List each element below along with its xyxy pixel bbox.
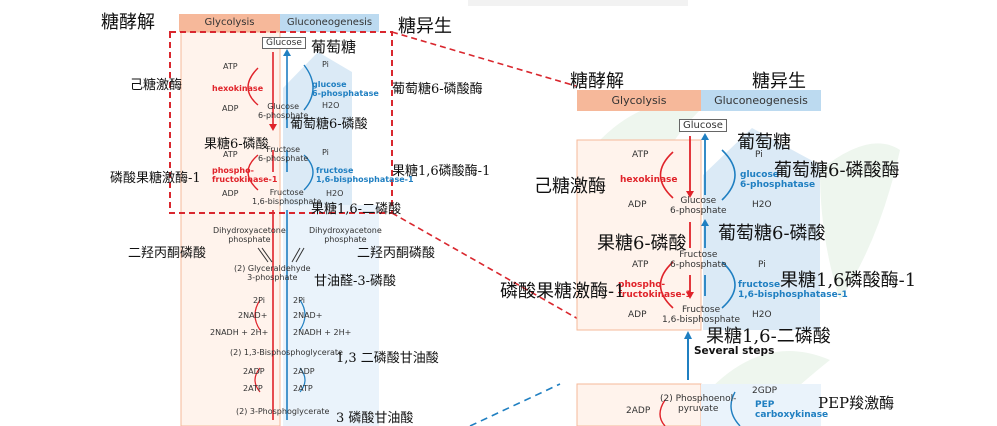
left-h2o1: H2O	[322, 101, 340, 110]
left-h2o2: H2O	[326, 189, 344, 198]
right-cn-f6p: 果糖6-磷酸	[597, 233, 687, 254]
right-h2o1: H2O	[752, 200, 772, 210]
right-hexokinase: hexokinase	[620, 175, 678, 185]
right-cn-gluconeogenesis: 糖异生	[752, 71, 806, 92]
right-cn-pep-ck: PEP羧激酶	[818, 394, 895, 412]
left-g3p: (2) Glyceraldehyde 3-phosphate	[234, 264, 311, 282]
left-dhap-left: Dihydroxyacetone phosphate	[213, 226, 286, 244]
right-pfk: phospho- fructokinase-1	[618, 280, 692, 300]
right-atp2: ATP	[632, 260, 649, 270]
left-cn-pfk: 磷酸果糖激酶-1	[110, 171, 201, 186]
left-atp2: ATP	[223, 150, 238, 159]
right-f6p: Fructose 6-phosphate	[670, 250, 727, 270]
left-g6p: Glucose 6-phosphate	[258, 102, 309, 120]
right-pi2: Pi	[758, 260, 766, 270]
left-cn-fbpase: 果糖1,6磷酸酶-1	[392, 164, 491, 179]
right-adp2: ADP	[628, 310, 647, 320]
left-cn-f16bp: 果糖1,6-二磷酸	[311, 202, 402, 217]
left-cn-glucose: 葡萄糖	[311, 38, 357, 56]
right-fbpase: fructose 1,6-bisphosphatase-1	[738, 280, 848, 300]
right-pep: (2) Phosphoenol- pyruvate	[660, 394, 737, 414]
left-glucose-box: Glucose	[262, 37, 306, 49]
right-header-glycolysis: Glycolysis	[611, 94, 667, 107]
left-atp1: ATP	[223, 62, 238, 71]
left-adp-r: 2ADP	[293, 367, 315, 376]
right-cn-g6p: 葡萄糖6-磷酸	[718, 223, 826, 244]
left-g6pase: glucose 6-phosphatase	[312, 80, 379, 98]
right-pep-carboxykinase: PEP carboxykinase	[755, 400, 829, 420]
left-cn-g3p: 甘油醛-3-磷酸	[314, 274, 397, 289]
left-nad-r: 2NAD+	[293, 311, 323, 320]
left-adp2: ADP	[222, 189, 239, 198]
left-nad-l: 2NAD+	[238, 311, 268, 320]
right-h2o2: H2O	[752, 310, 772, 320]
left-cn-gluconeogenesis: 糖异生	[398, 16, 452, 37]
left-cn-bpg: 1,3 二磷酸甘油酸	[336, 351, 439, 366]
left-pi-r: 2Pi	[293, 296, 305, 305]
left-hexokinase: hexokinase	[212, 84, 264, 93]
left-f6p: Fructose 6-phosphate	[258, 145, 309, 163]
right-g6pase: glucose 6-phosphatase	[740, 170, 816, 190]
left-pi-l: 2Pi	[253, 296, 265, 305]
right-glucose-box: Glucose	[679, 119, 727, 132]
right-cn-pfk: 磷酸果糖激酶-1	[500, 281, 626, 302]
right-gdp: 2GDP	[752, 386, 778, 396]
left-cn-dhap-left: 二羟丙酮磷酸	[128, 246, 207, 261]
left-atp-r: 2ATP	[293, 384, 313, 393]
left-pg3: (2) 3-Phosphoglycerate	[236, 407, 330, 416]
left-cn-glycolysis: 糖酵解	[101, 12, 155, 33]
left-adp-l: 2ADP	[243, 367, 265, 376]
right-cn-glycolysis: 糖酵解	[570, 71, 624, 92]
left-cn-f6p: 果糖6-磷酸	[204, 137, 269, 152]
right-cn-fbpase: 果糖1,6磷酸酶-1	[780, 270, 917, 291]
left-cn-g6p: 葡萄糖6-磷酸	[290, 117, 368, 132]
right-header-gluconeogenesis: Gluconeogenesis	[714, 94, 808, 107]
left-header-gluconeogenesis: Gluconeogenesis	[286, 17, 373, 28]
right-cn-g6pase: 葡萄糖6-磷酸酶	[774, 160, 900, 181]
left-cn-pg3: 3 磷酸甘油酸	[336, 411, 414, 426]
left-nadh-l: 2NADH + 2H+	[210, 328, 269, 337]
left-cn-hexokinase: 己糖激酶	[130, 78, 183, 93]
left-adp1: ADP	[222, 104, 239, 113]
right-atp1: ATP	[632, 150, 649, 160]
left-fbpase: fructose 1,6-bisphosphatase-1	[316, 166, 414, 184]
right-cn-glucose: 葡萄糖	[737, 132, 791, 153]
left-pi1: Pi	[322, 60, 329, 69]
left-nadh-r: 2NADH + 2H+	[293, 328, 352, 337]
left-header-glycolysis: Glycolysis	[204, 17, 255, 28]
right-several-steps: Several steps	[694, 345, 775, 357]
left-f16bp: Fructose 1,6-bisphosphate	[252, 188, 322, 206]
right-f16bp: Fructose 1,6-bisphosphate	[662, 305, 741, 325]
left-pfk: phospho- fructokinase-1	[212, 166, 278, 184]
left-dhap-right: Dihydroxyacetone phosphate	[309, 226, 382, 244]
left-atp-l: 2ATP	[243, 384, 263, 393]
left-cn-dhap-right: 二羟丙酮磷酸	[357, 246, 436, 261]
right-cn-f16bp: 果糖1,6-二磷酸	[706, 326, 831, 347]
left-pi2: Pi	[322, 148, 329, 157]
right-g6p: Glucose 6-phosphate	[670, 196, 727, 216]
left-bpg: (2) 1,3-Bisphosphoglycerate	[230, 348, 343, 357]
right-adp-bottom: 2ADP	[626, 406, 651, 416]
right-cn-hexokinase: 己糖激酶	[534, 176, 606, 197]
right-adp1: ADP	[628, 200, 647, 210]
left-cn-g6pase: 葡萄糖6-磷酸酶	[392, 82, 483, 97]
right-pi1: Pi	[755, 150, 763, 160]
